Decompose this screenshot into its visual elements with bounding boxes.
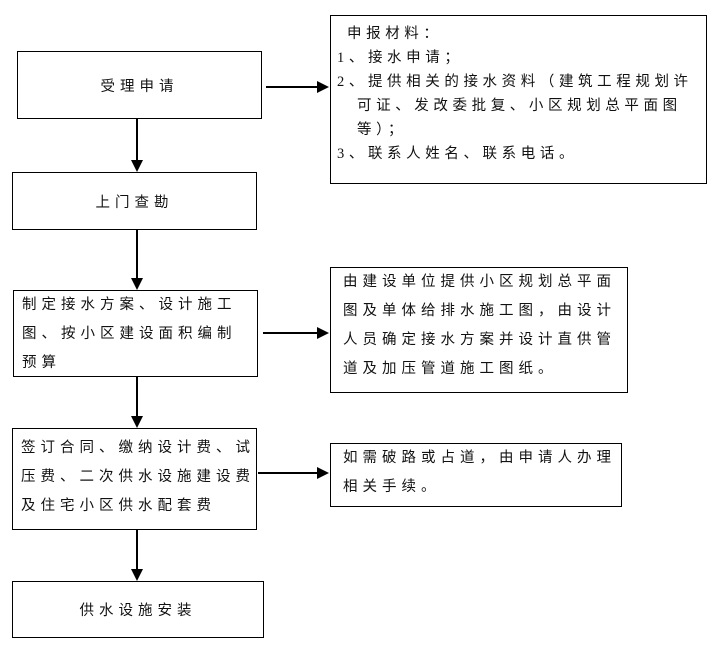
flow-step-onsite-survey: 上门查勘 (12, 172, 257, 230)
note-line: 2、提供相关的接水资料（建筑工程规划许 (337, 74, 693, 90)
note-line: 1、接水申请； (337, 50, 464, 66)
note-design-plan-details: 由建设单位提供小区规划总平面 图及单体给排水施工图，由设计 人员确定接水方案并设… (330, 267, 628, 393)
flow-step-accept-application: 受理申请 (17, 51, 262, 119)
flow-step-label: 上门查勘 (95, 194, 174, 211)
note-application-materials: 申报材料： 1、接水申请； 2、提供相关的接水资料（建筑工程规划许 可证、发改委… (330, 15, 707, 184)
note-line: 申报材料： (347, 26, 443, 42)
flow-step-label: 受理申请 (100, 78, 179, 95)
flow-step-make-plan-budget: 制定接水方案、设计施工 图、按小区建设面积编制 预算 (13, 290, 258, 377)
flow-step-sign-contract-pay-fees: 签订合同、缴纳设计费、试 压费、二次供水设施建设费 及住宅小区供水配套费 (12, 428, 257, 530)
note-line: 等）； (357, 122, 408, 138)
flow-step-install-facilities: 供水设施安装 (12, 581, 264, 638)
note-road-occupation-procedure: 如需破路或占道，由申请人办理 相关手续。 (330, 443, 622, 507)
note-line: 可证、发改委批复、小区规划总平面图 (357, 98, 682, 114)
note-line: 3、联系人姓名、联系电话。 (337, 146, 579, 162)
flow-step-label: 供水设施安装 (79, 603, 197, 619)
